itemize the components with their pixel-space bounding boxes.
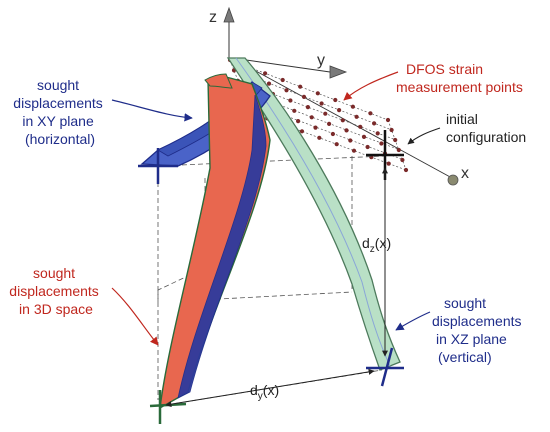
dfos-measurement-point	[350, 104, 355, 109]
xz-plane-label: sought displacements in XZ plane (vertic…	[432, 295, 525, 365]
dfos-measurement-point	[348, 138, 353, 143]
dfos-measurement-point	[385, 117, 391, 123]
dfos-measurement-point	[284, 88, 289, 93]
dfos-measurement-point	[351, 148, 357, 153]
dfos-measurement-point	[323, 111, 328, 116]
dfos-measurement-point	[298, 84, 303, 89]
y-axis-arrow	[329, 65, 348, 79]
dfos-measurement-point	[299, 129, 305, 134]
x-axis-line	[231, 57, 453, 179]
dfos-measurement-point	[319, 101, 324, 106]
dz-label: dz(x)	[362, 235, 391, 255]
3d-space-leader-arrow	[111, 287, 159, 346]
xy-plane-label: sought displacements in XY plane (horizo…	[13, 77, 106, 147]
dfos-label-line1: DFOS strain	[406, 61, 483, 77]
dfos-measurement-point	[389, 127, 394, 133]
dy-label-sub: y	[258, 391, 263, 402]
initial-configuration-label: initial configuration	[446, 111, 526, 145]
y-axis-label: y	[317, 52, 325, 69]
dfos-label-line2: measurement points	[396, 79, 523, 95]
dfos-measurement-point	[344, 128, 349, 133]
xz-label-line2: displacements	[432, 313, 522, 329]
dfos-measurement-point	[354, 114, 359, 119]
dfos-measurement-point	[296, 119, 301, 124]
dfos-label: DFOS strain measurement points	[396, 61, 523, 95]
xy-end-marker	[138, 148, 178, 184]
dy-label-arg: (x)	[263, 382, 279, 398]
xz-label-line1: sought	[444, 295, 486, 311]
dfos-measurement-point	[263, 71, 268, 76]
space-3d-label: sought displacements in 3D space	[9, 265, 102, 317]
dfos-measurement-point	[403, 167, 409, 173]
xz-end-marker	[366, 347, 404, 387]
dfos-measurement-point	[266, 81, 272, 86]
z-axis-arrow	[223, 6, 235, 23]
xy-label-line2: displacements	[13, 95, 103, 111]
dfos-measurement-point	[358, 124, 363, 129]
space-3d-inner-strip	[177, 94, 267, 399]
dfos-measurement-point	[333, 97, 338, 103]
dfos-measurement-point	[317, 135, 322, 140]
dfos-measurement-point	[309, 115, 314, 120]
initial-label-line2: configuration	[446, 129, 526, 145]
dfos-measurement-point	[379, 141, 384, 146]
dfos-measurement-point	[315, 91, 320, 96]
dfos-measurement-point	[393, 137, 398, 143]
3d-label-line1: sought	[33, 265, 75, 281]
dfos-measurement-point	[386, 161, 391, 166]
dfos-measurement-point	[361, 134, 367, 139]
3d-label-line3: in 3D space	[19, 301, 93, 317]
dfos-measurement-point	[340, 118, 345, 123]
xz-label-line3: in XZ plane	[436, 331, 507, 347]
dy-label: dy(x)	[250, 382, 279, 402]
dy-label-main: d	[250, 382, 258, 398]
initial-leader-arrow	[407, 127, 441, 145]
dy-dimension-arrow	[165, 368, 375, 408]
xy-label-line4: (horizontal)	[25, 131, 95, 147]
dfos-measurement-point	[301, 94, 307, 99]
xz-plane-leader-arrow	[395, 311, 431, 331]
dfos-measurement-point	[305, 105, 310, 110]
x-axis-label: x	[461, 165, 469, 182]
dfos-measurement-point	[372, 121, 377, 126]
dfos-measurement-point	[327, 121, 332, 126]
xz-plane-band	[226, 57, 401, 371]
x-axis-arrow	[447, 174, 459, 186]
dfos-measurement-point	[375, 131, 380, 136]
dz-label-sub: z	[370, 244, 375, 255]
dfos-measurement-point	[337, 108, 342, 113]
axes	[223, 6, 459, 186]
dz-label-arg: (x)	[375, 235, 391, 251]
initial-label-line1: initial	[446, 111, 478, 127]
space-3d-top-curl	[204, 73, 233, 89]
dfos-leader-arrow	[343, 71, 399, 101]
3d-label-line2: displacements	[9, 283, 99, 299]
y-axis-line	[231, 57, 331, 73]
dfos-measurement-point	[368, 111, 373, 116]
dfos-measurement-point	[334, 142, 339, 147]
dfos-measurement-point	[313, 125, 318, 130]
z-axis-label: z	[209, 9, 217, 26]
space-3d-band	[159, 76, 271, 410]
dfos-measurement-point	[280, 77, 285, 83]
xy-label-line1: sought	[37, 77, 79, 93]
xz-label-line4: (vertical)	[438, 349, 492, 365]
dfos-measurement-point	[292, 108, 297, 113]
dfos-measurement-point	[400, 157, 405, 163]
dfos-measurement-point	[396, 147, 401, 153]
xy-label-line3: in XY plane	[22, 113, 94, 129]
dfos-measurement-point	[365, 144, 370, 150]
dfos-measurement-point	[330, 131, 335, 137]
dfos-measurement-point	[288, 98, 293, 103]
dz-label-main: d	[362, 235, 370, 251]
xy-plane-leader-arrow	[111, 99, 193, 122]
